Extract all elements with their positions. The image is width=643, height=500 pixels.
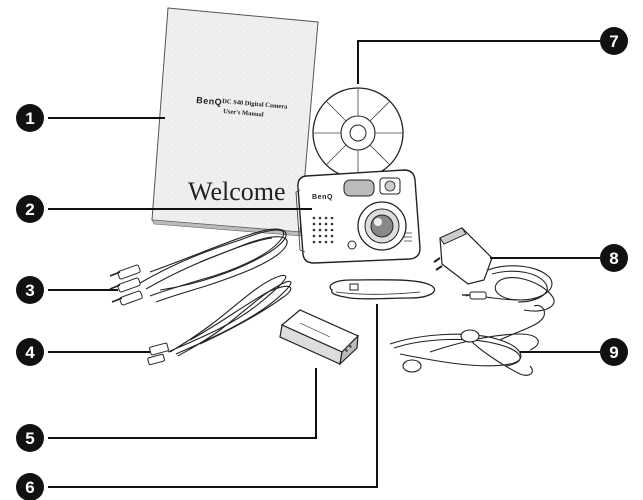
- callout-number: 1: [25, 109, 34, 128]
- callout-badges: 1 2 3 4 5 6 7 8 9: [16, 27, 628, 500]
- wrist-strap: [330, 280, 435, 299]
- callout-number: 2: [25, 200, 34, 219]
- callout-number: 9: [609, 343, 618, 362]
- callout-badge-4: 4: [16, 338, 44, 366]
- callout-badge-5: 5: [16, 424, 44, 452]
- welcome-text: Welcome: [188, 177, 286, 206]
- usb-cable: [168, 275, 291, 356]
- callout-badge-8: 8: [600, 244, 628, 272]
- usb-cable-plugs: [147, 343, 168, 365]
- callout-number: 7: [609, 32, 618, 51]
- callout-badge-9: 9: [600, 338, 628, 366]
- battery: [280, 310, 358, 364]
- earphones: [390, 305, 544, 375]
- callout-badge-2: 2: [16, 195, 44, 223]
- power-adapter: [434, 228, 554, 311]
- callout-badge-6: 6: [16, 473, 44, 500]
- av-cable-plugs: [110, 264, 143, 305]
- callout-number: 3: [25, 281, 34, 300]
- camera-brand-text: BenQ: [312, 194, 333, 201]
- callout-badge-3: 3: [16, 276, 44, 304]
- digital-camera: BenQ: [296, 170, 420, 263]
- callout-number: 4: [25, 343, 35, 362]
- callout-badge-7: 7: [600, 27, 628, 55]
- callout-number: 8: [609, 249, 618, 268]
- av-cable: [140, 229, 287, 302]
- software-cd: [313, 88, 403, 178]
- callout-badge-1: 1: [16, 104, 44, 132]
- callout-number: 5: [25, 429, 34, 448]
- callout-number: 6: [25, 478, 34, 497]
